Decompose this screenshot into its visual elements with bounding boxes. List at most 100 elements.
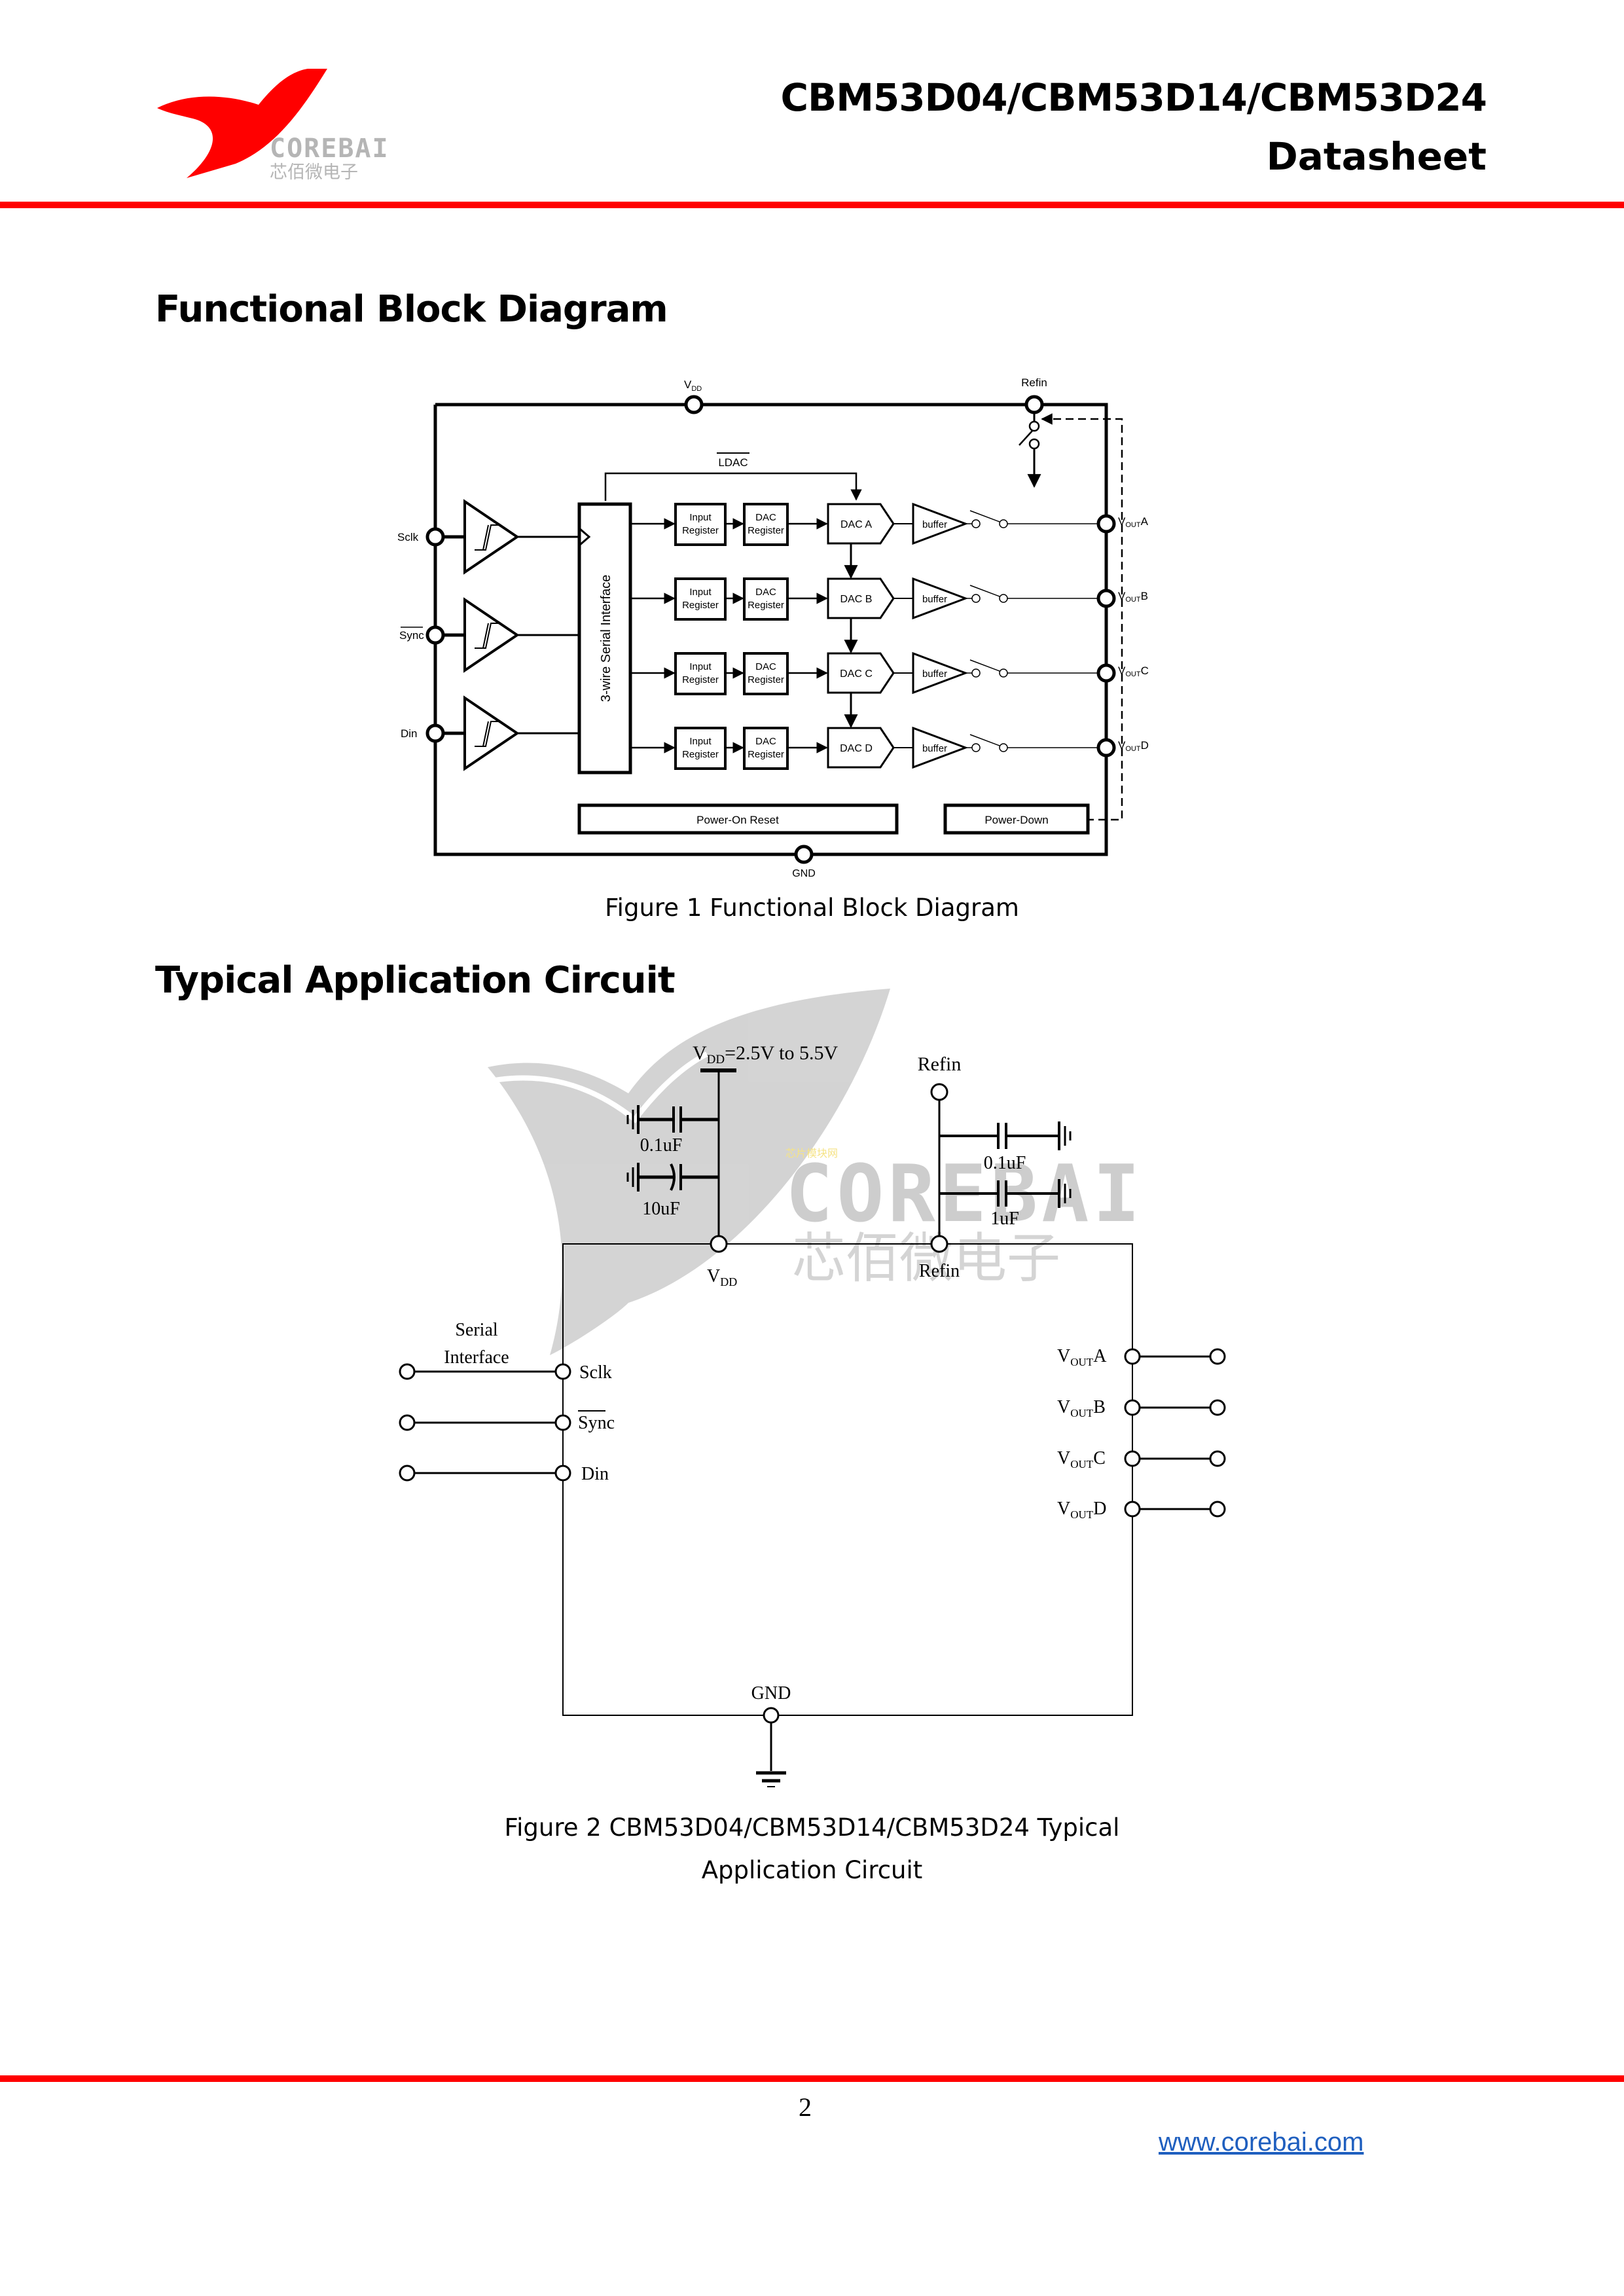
logo-brand-cn-text: 芯佰微电子 — [270, 162, 358, 183]
vdd-capacitor-10uf — [626, 1163, 719, 1192]
dac-register-label: DAC — [755, 736, 776, 747]
refin-cap-1-label: 0.1uF — [984, 1153, 1026, 1173]
gnd-label: GND — [792, 868, 816, 879]
vout-output-line: VOUTA — [1057, 1346, 1226, 1368]
output-buffer — [912, 577, 969, 620]
vout-pin — [1096, 589, 1116, 608]
power-down-label: Power-Down — [984, 814, 1048, 826]
sync-pin — [425, 625, 445, 645]
vout-label: VOUTB — [1118, 590, 1148, 604]
schmitt-trigger-buffer — [443, 695, 579, 771]
input-register-block — [674, 727, 727, 770]
dac-block — [827, 727, 895, 769]
input-register-label: Input — [689, 512, 712, 523]
footer-divider — [0, 2075, 1624, 2082]
gnd-pin — [763, 1707, 780, 1724]
dac-label: DAC C — [840, 668, 873, 680]
output-switch — [971, 519, 981, 528]
refin-switch — [1019, 412, 1041, 488]
website-link[interactable]: www.corebai.com — [1159, 2128, 1364, 2157]
schmitt-trigger-buffer — [443, 597, 579, 673]
svg-text:芯佰微电子: 芯佰微电子 — [792, 1228, 1060, 1290]
input-register-block — [674, 577, 727, 621]
dac-label: DAC A — [840, 519, 872, 530]
sclk-label: Sclk — [397, 531, 419, 543]
dac-register-label: DAC — [755, 587, 776, 598]
input-register-label: Input — [689, 661, 712, 672]
serial-interface-label-2: Interface — [444, 1347, 509, 1368]
output-switch — [971, 668, 981, 678]
buffer-label: buffer — [922, 519, 947, 530]
page-number: 2 — [799, 2092, 812, 2122]
serial-input-line — [399, 1465, 571, 1482]
serial-interface-block — [577, 502, 632, 774]
vout-pin-label: VOUTB — [1057, 1397, 1106, 1419]
vout-terminal — [1209, 1501, 1226, 1518]
vout-terminal — [1209, 1348, 1226, 1365]
power-on-reset-block — [577, 803, 899, 835]
din-pin — [425, 723, 445, 743]
dac-register-block — [743, 727, 789, 770]
ldac-line — [605, 475, 1034, 501]
vdd-label: VDD — [684, 378, 702, 393]
buffer-label: buffer — [922, 594, 947, 605]
schmitt-trigger-buffer — [443, 499, 579, 575]
bird-logo-icon — [157, 69, 327, 178]
svg-text:Register: Register — [748, 749, 784, 760]
svg-text:Register: Register — [748, 600, 784, 611]
vout-label: VOUTC — [1118, 665, 1149, 678]
vout-pin — [1096, 514, 1116, 534]
input-register-label: Input — [689, 587, 712, 598]
refin-pin — [1024, 395, 1044, 414]
vdd-pin — [684, 395, 704, 414]
vout-output-line: VOUTD — [1057, 1499, 1226, 1521]
dac-block — [827, 577, 895, 619]
figure-1-caption: Figure 1 Functional Block Diagram — [605, 894, 1019, 922]
vdd-cap-2-label: 10uF — [642, 1199, 680, 1219]
buffer-label: buffer — [922, 743, 947, 754]
refin-capacitor-0p1uf — [939, 1121, 1072, 1150]
sync-pin-label: Sync — [578, 1413, 615, 1433]
dac-block — [827, 503, 895, 545]
power-down-block — [943, 803, 1090, 835]
sync-label: Sync — [399, 629, 424, 642]
input-register-label: Input — [689, 736, 712, 747]
chip-boundary — [433, 403, 1108, 856]
din-pin-label: Din — [581, 1464, 609, 1484]
svg-text:Register: Register — [748, 525, 784, 536]
document-title: CBM53D04/CBM53D14/CBM53D24 — [780, 75, 1487, 120]
section-heading-app-circuit: Typical Application Circuit — [155, 959, 676, 1002]
vdd-cap-1-label: 0.1uF — [640, 1135, 683, 1156]
vdd-pin-label: VDD — [707, 1266, 737, 1288]
ground-symbol-icon — [756, 1771, 786, 1787]
vout-pin-label: VOUTA — [1057, 1346, 1107, 1368]
serial-interface-label: 3-wire Serial Interface — [599, 575, 613, 702]
refin-top-label: Refin — [918, 1053, 962, 1075]
dac-label: DAC D — [840, 743, 873, 754]
dac-label: DAC B — [840, 594, 873, 605]
power-down-control-line — [1041, 413, 1123, 821]
vout-terminal — [1209, 1450, 1226, 1467]
output-buffer — [912, 651, 969, 695]
ldac-label: LDAC — [718, 456, 748, 469]
serial-interface-label-1: Serial — [455, 1320, 498, 1340]
vout-label: VOUTD — [1118, 739, 1149, 753]
svg-text:Register: Register — [748, 674, 784, 685]
output-switch — [971, 594, 981, 603]
dac-register-block — [743, 503, 789, 546]
input-register-block — [674, 652, 727, 695]
gnd-pin-label: GND — [751, 1683, 791, 1704]
refin-source-node — [930, 1083, 948, 1101]
svg-text:Register: Register — [682, 674, 719, 685]
output-buffer — [912, 726, 969, 769]
vout-output-line: VOUTC — [1057, 1448, 1226, 1470]
dac-register-label: DAC — [755, 512, 776, 523]
corebai-logo: COREBAI 芯佰微电子 — [157, 69, 388, 183]
sclk-pin-label: Sclk — [579, 1362, 612, 1383]
output-switch — [971, 743, 981, 752]
vout-output-line: VOUTB — [1057, 1397, 1226, 1419]
